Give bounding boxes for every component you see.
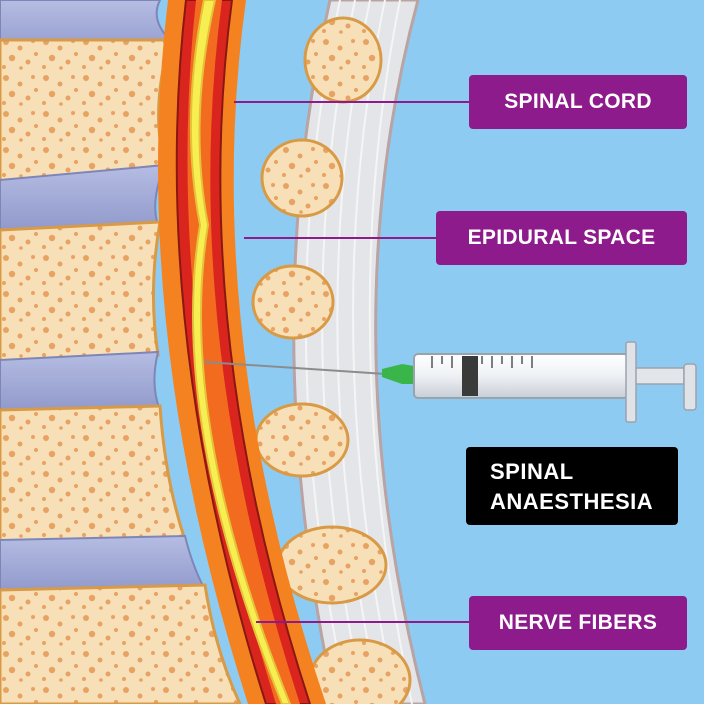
plunger-thumb <box>683 363 697 411</box>
vertebra-body <box>0 220 162 367</box>
vertebra-body <box>0 404 188 547</box>
title-line-2: ANAESTHESIA <box>490 489 654 514</box>
spinous-processes <box>251 16 412 704</box>
spinal-cord <box>189 0 292 704</box>
label-epidural-space: EPIDURAL SPACE <box>436 211 687 265</box>
ligament-lines <box>304 0 413 704</box>
barrel-scale <box>431 356 533 368</box>
needle <box>203 361 387 375</box>
needle-hub <box>382 364 414 384</box>
title-line-1: SPINAL <box>490 459 574 484</box>
barrel-flange <box>625 341 637 423</box>
vertebral-column <box>0 0 242 704</box>
plunger-stopper <box>462 356 478 396</box>
syringe <box>203 341 697 423</box>
vertebra-body <box>0 583 242 704</box>
syringe-barrel <box>413 353 629 399</box>
label-nerve-fibers: NERVE FIBERS <box>469 596 687 650</box>
diagram-title: SPINAL ANAESTHESIA <box>466 447 678 525</box>
label-spinal-cord: SPINAL CORD <box>469 75 687 129</box>
vertebra-body <box>0 38 172 187</box>
